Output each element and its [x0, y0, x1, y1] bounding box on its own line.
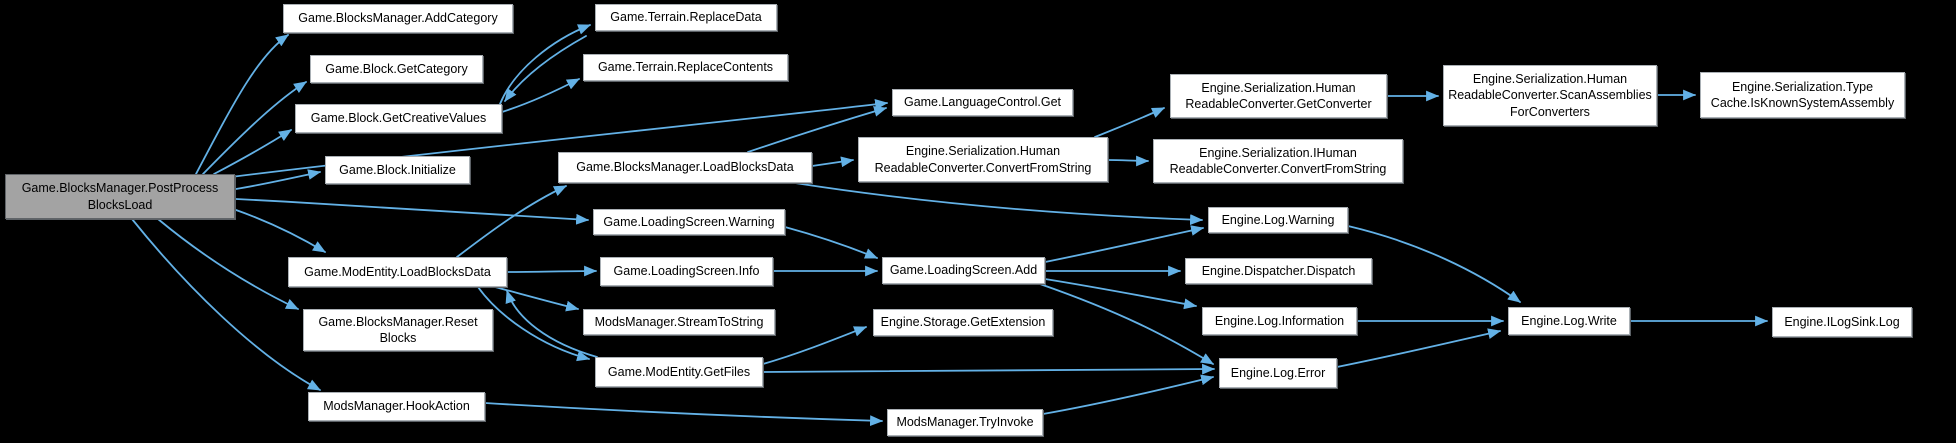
node-engine-log-information[interactable]: Engine.Log.Information	[1202, 307, 1357, 335]
node-game-modentity-loadblocksdata[interactable]: Game.ModEntity.LoadBlocksData	[288, 257, 507, 287]
node-game-blocksmanager-resetblocks[interactable]: Game.BlocksManager.Reset Blocks	[303, 309, 493, 351]
node-engine-serialization-ihumanreadableconverter-convertfromstring[interactable]: Engine.Serialization.IHuman ReadableConv…	[1153, 139, 1403, 183]
node-game-loadingscreen-warning[interactable]: Game.LoadingScreen.Warning	[593, 209, 785, 235]
node-game-terrain-replacedata[interactable]: Game.Terrain.ReplaceData	[595, 4, 777, 31]
node-game-loadingscreen-add[interactable]: Game.LoadingScreen.Add	[882, 257, 1045, 284]
node-modsmanager-streamtostring[interactable]: ModsManager.StreamToString	[583, 309, 775, 335]
node-modsmanager-hookaction[interactable]: ModsManager.HookAction	[308, 392, 485, 421]
node-engine-log-error[interactable]: Engine.Log.Error	[1219, 358, 1337, 388]
node-game-languagecontrol-get[interactable]: Game.LanguageControl.Get	[892, 89, 1073, 116]
node-engine-dispatcher-dispatch[interactable]: Engine.Dispatcher.Dispatch	[1185, 258, 1372, 284]
node-game-blocksmanager-loadblocksdata[interactable]: Game.BlocksManager.LoadBlocksData	[558, 152, 812, 183]
node-engine-log-write[interactable]: Engine.Log.Write	[1508, 307, 1630, 335]
node-modsmanager-tryinvoke[interactable]: ModsManager.TryInvoke	[887, 409, 1043, 436]
node-game-block-initialize[interactable]: Game.Block.Initialize	[325, 156, 470, 184]
node-game-blocksmanager-postprocessblocksload[interactable]: Game.BlocksManager.PostProcess BlocksLoa…	[5, 174, 235, 219]
node-engine-storage-getextension[interactable]: Engine.Storage.GetExtension	[873, 309, 1053, 336]
node-game-block-getcategory[interactable]: Game.Block.GetCategory	[310, 55, 483, 83]
node-engine-log-warning[interactable]: Engine.Log.Warning	[1208, 207, 1348, 233]
node-game-block-getcreativevalues[interactable]: Game.Block.GetCreativeValues	[295, 104, 502, 133]
node-game-modentity-getfiles[interactable]: Game.ModEntity.GetFiles	[595, 357, 763, 387]
node-game-terrain-replacecontents[interactable]: Game.Terrain.ReplaceContents	[583, 54, 788, 81]
node-engine-serialization-typecache-isknownsystemassembly[interactable]: Engine.Serialization.Type Cache.IsKnownS…	[1700, 72, 1905, 118]
node-engine-serialization-humanreadableconverter-convertfromstring[interactable]: Engine.Serialization.Human ReadableConve…	[858, 137, 1108, 182]
node-game-blocksmanager-addcategory[interactable]: Game.BlocksManager.AddCategory	[283, 4, 513, 33]
node-engine-serialization-humanreadableconverter-getconverter[interactable]: Engine.Serialization.Human ReadableConve…	[1170, 74, 1387, 118]
node-game-loadingscreen-info[interactable]: Game.LoadingScreen.Info	[600, 257, 773, 286]
node-engine-ilogsink-log[interactable]: Engine.ILogSink.Log	[1772, 307, 1912, 337]
node-engine-serialization-humanreadableconverter-scanassembliesforconverters[interactable]: Engine.Serialization.Human ReadableConve…	[1443, 65, 1657, 126]
